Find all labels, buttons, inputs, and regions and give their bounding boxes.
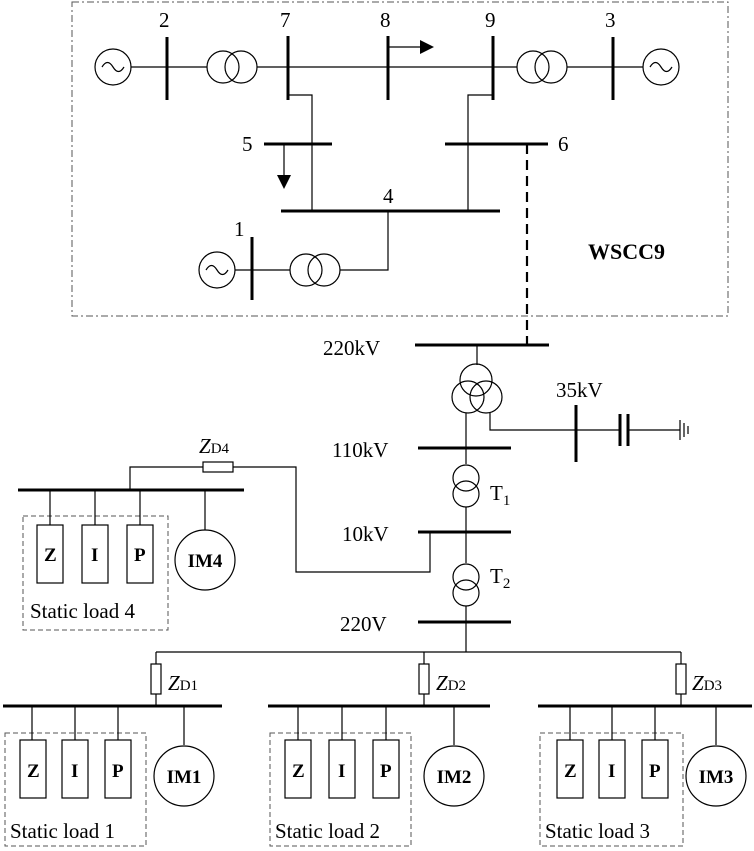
load4-p: P [134, 545, 146, 566]
static-load-2-label: Static load 2 [275, 819, 380, 843]
impedance-zd3 [675, 663, 687, 695]
load2-p: P [380, 761, 392, 782]
wscc9-label: WSCC9 [588, 239, 665, 264]
im3-label: IM3 [699, 767, 734, 788]
label-220v: 220V [340, 612, 387, 636]
bus-5-label: 5 [242, 132, 253, 156]
bus-9-label: 9 [485, 8, 496, 32]
load-arrow-8 [388, 40, 434, 54]
im4-label: IM4 [188, 551, 223, 572]
load3-z: Z [564, 761, 577, 782]
bus-8-label: 8 [380, 8, 391, 32]
im1-label: IM1 [167, 767, 202, 788]
zd3-label: ZD3 [692, 671, 722, 695]
label-10kv: 10kV [342, 522, 389, 546]
ground-icon [679, 420, 689, 440]
zd2-label: ZD2 [436, 671, 466, 695]
static-load-1-label: Static load 1 [10, 819, 115, 843]
load4-z: Z [44, 545, 57, 566]
load1-i: I [71, 761, 78, 782]
load2-z: Z [292, 761, 305, 782]
impedance-zd4 [202, 461, 234, 473]
static-load-2-box [269, 732, 412, 847]
transformer-1-4 [289, 253, 341, 287]
motor-im3 [685, 745, 747, 807]
t2-label: T2 [490, 564, 510, 592]
im2-label: IM2 [437, 767, 472, 788]
label-110kv: 110kV [332, 438, 388, 462]
static-load-1-box [4, 732, 147, 847]
load4-i: I [91, 545, 98, 566]
bus-7-label: 7 [280, 8, 291, 32]
wscc9-boundary-box [71, 1, 729, 317]
bus-6-label: 6 [558, 132, 569, 156]
three-winding-transformer [451, 363, 503, 414]
generator-1 [198, 251, 236, 289]
motor-im4 [174, 529, 236, 591]
static-load-3-label: Static load 3 [545, 819, 650, 843]
load3-p: P [649, 761, 661, 782]
label-220kv: 220kV [323, 336, 380, 360]
transformer-t1 [452, 464, 480, 508]
label-35kv: 35kV [556, 378, 603, 402]
motor-im2 [423, 745, 485, 807]
impedance-zd1 [150, 663, 162, 695]
zd4-label: ZD4 [199, 434, 230, 458]
load2-i: I [338, 761, 345, 782]
load1-p: P [112, 761, 124, 782]
load3-i: I [608, 761, 615, 782]
load-arrow-5 [277, 144, 291, 189]
t1-label: T1 [490, 481, 510, 509]
capacitor [618, 414, 630, 446]
motor-im1 [153, 745, 215, 807]
static-load-4-label: Static load 4 [30, 599, 135, 623]
bus-2-label: 2 [159, 8, 170, 32]
transformer-2-7 [206, 50, 258, 84]
zd1-label: ZD1 [168, 671, 198, 695]
bus-1-label: 1 [234, 217, 245, 241]
impedance-zd2 [418, 663, 430, 695]
bus-4-label: 4 [383, 184, 394, 208]
generator-2 [94, 48, 132, 86]
generator-3 [642, 48, 680, 86]
transformer-9-3 [516, 50, 568, 84]
bus-3-label: 3 [605, 8, 616, 32]
load1-z: Z [27, 761, 40, 782]
transformer-t2 [452, 563, 480, 607]
